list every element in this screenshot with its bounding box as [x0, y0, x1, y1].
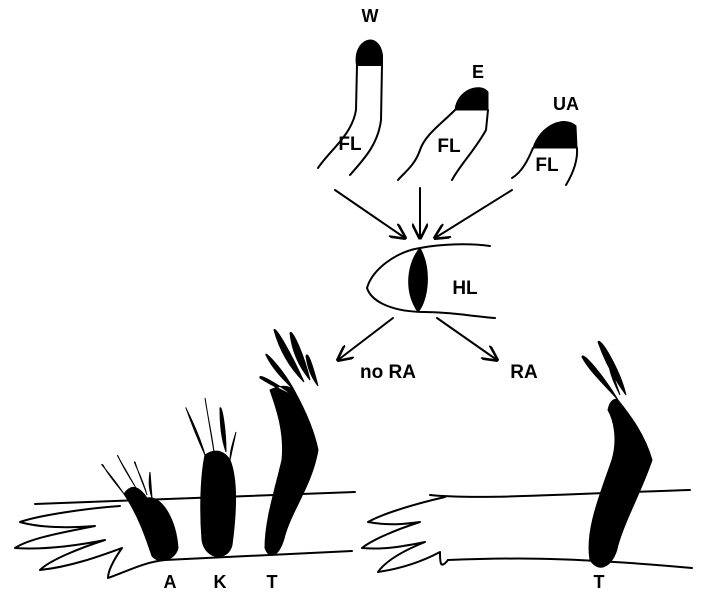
label-fl-ua: FL: [535, 155, 559, 176]
forelimb-ua: UA FL: [512, 94, 579, 185]
arrow-to-no-ra: [338, 318, 393, 360]
arrow-ua-to-hindlimb: [435, 190, 512, 238]
regenerate-t-ra: [582, 341, 652, 567]
arrow-w-to-hindlimb: [335, 190, 405, 238]
host-hindlimb: HL: [367, 244, 495, 318]
forelimb-w-right-edge: [350, 65, 382, 175]
label-a: A: [164, 572, 177, 592]
no-ra-outcome: A K T: [15, 329, 355, 592]
label-e: E: [472, 62, 484, 82]
label-fl-e: FL: [437, 136, 461, 157]
regenerate-k: [186, 398, 236, 556]
ra-host-foot: [362, 497, 448, 572]
label-fl-w: FL: [338, 134, 362, 155]
label-ua: UA: [553, 94, 579, 114]
label-t-left: T: [267, 572, 278, 592]
outcome-arrows: no RA RA: [338, 318, 538, 383]
label-t-right: T: [594, 572, 605, 592]
no-ra-limb-top-edge: [35, 492, 355, 504]
forelimb-e-dark-tip: [455, 88, 488, 110]
forelimb-ua-left-edge: [512, 148, 533, 178]
label-ra: RA: [510, 362, 538, 383]
regenerate-t: [260, 329, 318, 555]
no-ra-limb-bottom-edge: [165, 551, 352, 560]
ra-limb-bottom-edge: [448, 558, 692, 568]
label-k: K: [214, 572, 227, 592]
forelimb-w: W FL: [318, 6, 382, 175]
graft-arrows: [335, 188, 512, 238]
arrow-to-ra: [437, 318, 497, 360]
forelimb-ua-dark-tip: [533, 122, 577, 148]
forelimb-w-dark-tip: [357, 41, 382, 65]
forelimb-e: E FL: [398, 62, 488, 180]
ra-limb-top-edge: [430, 490, 690, 497]
label-w: W: [362, 6, 379, 26]
hindlimb-graft-band: [409, 248, 428, 312]
regenerate-a: [102, 455, 178, 560]
forelimb-ua-right-edge: [566, 148, 577, 185]
label-no-ra: no RA: [360, 362, 416, 383]
label-hl: HL: [452, 278, 478, 299]
